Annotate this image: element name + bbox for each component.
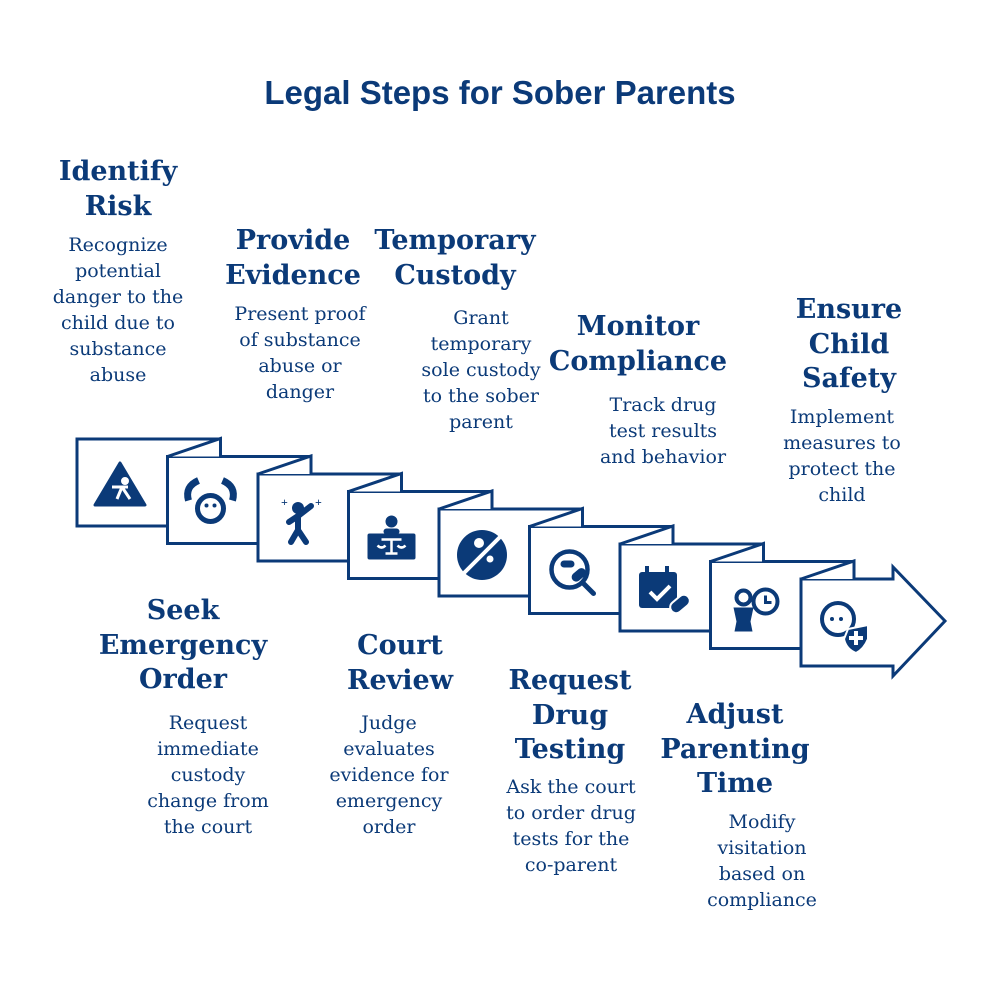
step-description-line: measures to — [783, 432, 901, 454]
step-title-line: Adjust — [686, 699, 784, 730]
intoxicated-person-icon: ++ — [281, 495, 322, 545]
step-description-line: Modify — [728, 811, 796, 833]
step-description-line: visitation — [717, 837, 807, 859]
step-description-line: of substance — [239, 329, 361, 351]
step-title-line: Child — [808, 328, 890, 360]
step-description-line: evaluates — [343, 738, 435, 760]
step-description-line: to order drug — [506, 802, 636, 824]
step-title-line: Evidence — [225, 259, 361, 291]
step-description-line: based on — [718, 863, 806, 885]
step-title-line: Compliance — [548, 345, 728, 377]
step-title-line: Order — [138, 664, 228, 695]
step-description-line: the court — [163, 816, 253, 838]
step-title-line: Risk — [84, 190, 152, 222]
step-description-line: Ask the court — [506, 776, 636, 798]
step-description: Request immediate custody change from the co… — [98, 710, 318, 840]
step-title-line: Drug — [531, 699, 609, 731]
step-description-line: test results — [608, 420, 718, 442]
step-description-line: change from — [147, 790, 269, 812]
step-description-line: compliance — [707, 889, 817, 911]
step-title-line: Safety — [802, 363, 896, 394]
emergency-call-child-icon — [184, 477, 237, 524]
step-title-line: Monitor — [576, 311, 700, 342]
step-title-line: Emergency — [98, 629, 268, 661]
step-description-line: abuse — [89, 364, 147, 386]
step-title-line: Review — [347, 664, 453, 696]
step-description-line: tests for the — [512, 828, 630, 850]
step-description-line: to the sober — [423, 385, 539, 407]
judge-scales-icon — [367, 515, 416, 560]
svg-text:+: + — [315, 495, 322, 509]
no-parent-child-icon — [457, 530, 507, 580]
step-description-line: immediate — [157, 738, 259, 760]
step-description-line: sole custody — [421, 359, 541, 381]
step-description-line: danger — [265, 381, 335, 403]
step-description: Ask the court to order drug tests for the c… — [461, 774, 681, 878]
step-description-line: parent — [449, 411, 513, 433]
step-description-line: co-parent — [524, 854, 618, 876]
step-description-line: Request — [168, 712, 248, 734]
step-description-line: temporary — [430, 333, 532, 355]
step-description-line: protect the — [788, 458, 896, 480]
step-description-line: Recognize — [68, 234, 168, 256]
step-description-line: evidence for — [329, 764, 449, 786]
step-description-line: potential — [75, 260, 161, 282]
step-description: Present proof of substance abuse or danger — [190, 301, 410, 405]
step-description-line: and behavior — [599, 446, 727, 468]
step-description-line: order — [362, 816, 416, 838]
step-title-line: Identify — [58, 156, 178, 187]
step-description-line: Track drug — [609, 394, 717, 416]
step-description-line: abuse or — [258, 355, 342, 377]
calendar-check-pill-icon — [639, 566, 691, 615]
child-shield-icon — [820, 601, 869, 655]
step-title-line: Court — [357, 630, 443, 661]
step-title-line: Provide — [235, 225, 351, 256]
step-panel — [799, 558, 948, 680]
step-description-line: substance — [69, 338, 167, 360]
step-description-line: Grant — [453, 307, 509, 329]
parent-clock-icon — [733, 587, 780, 632]
step-description-line: child due to — [61, 312, 175, 334]
step-description-line: danger to the — [52, 286, 184, 308]
step-description: Implement measures to protect the child — [732, 404, 952, 508]
step-title-line: Testing — [514, 734, 626, 765]
step-title-line: Ensure — [795, 294, 903, 325]
step-description-line: custody — [170, 764, 246, 786]
step-description: Grant temporary sole custody to the sober pa… — [371, 305, 591, 435]
diagram-title: Legal Steps for Sober Parents — [264, 74, 736, 111]
child-warning-triangle-icon — [93, 461, 147, 507]
step-title-line: Request — [508, 665, 632, 696]
step-description: Judge evaluates evidence for emergency order — [279, 710, 499, 840]
svg-text:+: + — [281, 495, 288, 509]
step-description: Recognize potential danger to the child due… — [8, 232, 228, 388]
step-description-line: emergency — [335, 790, 443, 812]
step-description-line: Implement — [789, 406, 895, 428]
step-title-line: Temporary — [374, 225, 536, 256]
pill-magnifier-icon — [549, 549, 596, 596]
step-description-line: Judge — [361, 712, 417, 734]
step-title-line: Parenting — [660, 733, 810, 765]
step-title-line: Time — [696, 768, 774, 799]
step-description-line: child — [818, 484, 866, 506]
step-title-line: Custody — [394, 259, 516, 291]
step-title-line: Seek — [146, 595, 220, 626]
step-description: Modify visitation based on compliance — [652, 809, 872, 913]
step-description-line: Present proof — [234, 303, 366, 325]
step-description: Track drug test results and behavior — [553, 392, 773, 470]
